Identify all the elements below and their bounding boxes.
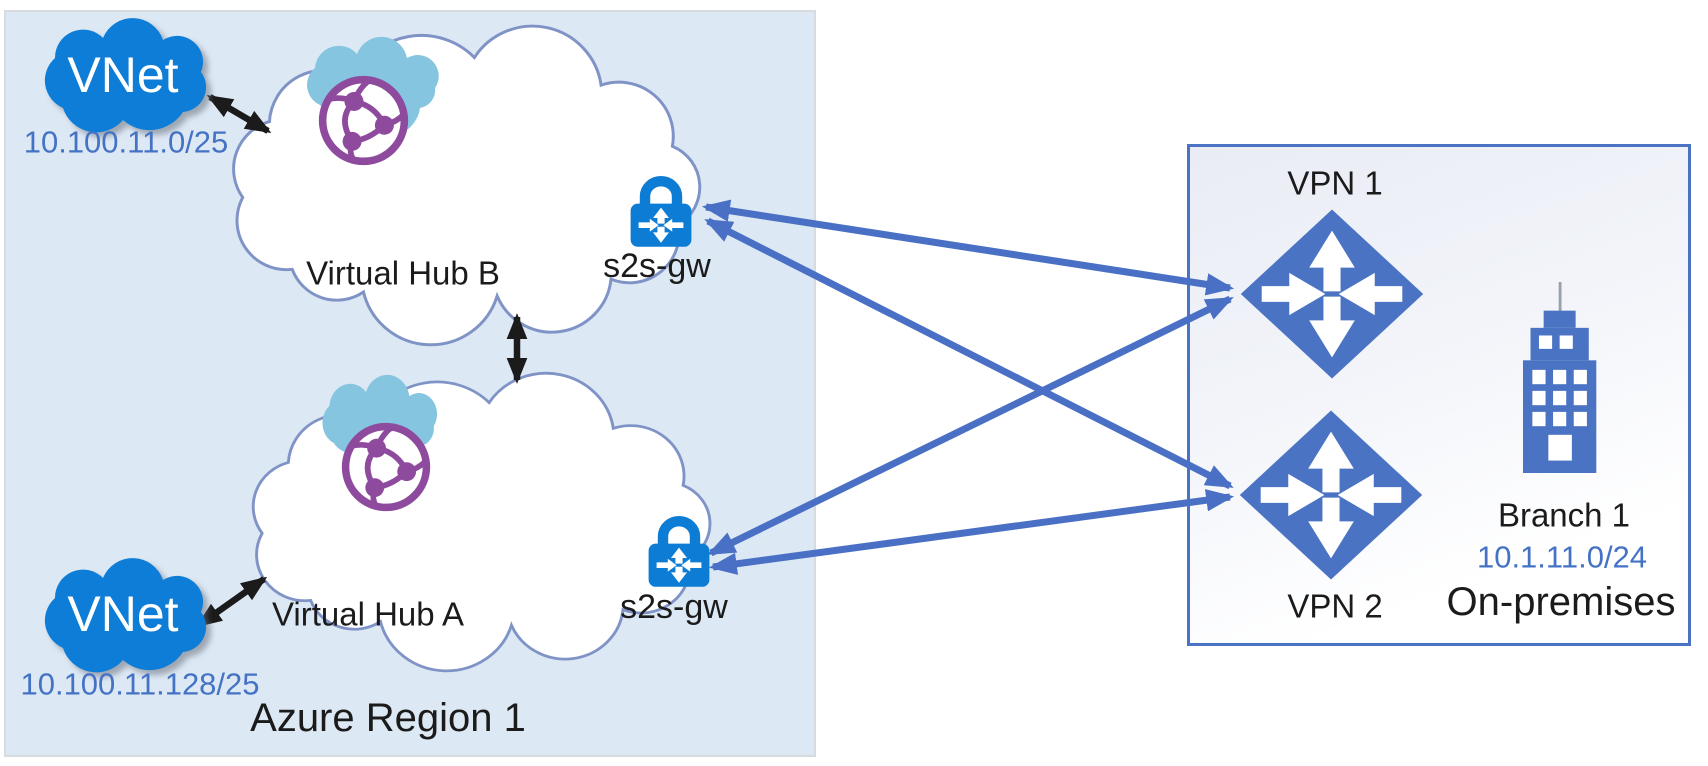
globe-icon bbox=[346, 427, 427, 508]
globe-icon bbox=[323, 80, 405, 162]
tunnel-hubB-vpn1 bbox=[701, 199, 1235, 296]
on-premises-container bbox=[1187, 144, 1691, 646]
vpn2-router-icon bbox=[1239, 410, 1423, 580]
tunnel-hubA-vpn2 bbox=[708, 489, 1235, 575]
hub-a-label: Virtual Hub A bbox=[271, 595, 465, 633]
vpn1-label: VPN 1 bbox=[1287, 164, 1383, 202]
on-premises-label: On-premises bbox=[1446, 580, 1676, 624]
virtual-hub-b-cloud bbox=[232, 24, 702, 347]
vnet-a-cidr: 10.100.11.128/25 bbox=[20, 666, 260, 702]
azure-region-label: Azure Region 1 bbox=[250, 696, 526, 740]
vpn2-label: VPN 2 bbox=[1287, 587, 1383, 625]
tunnel-hubA-vpn1 bbox=[707, 295, 1234, 557]
branch-building-icon bbox=[1522, 282, 1597, 473]
vnet-a-label: VNet bbox=[67, 586, 179, 642]
vnet-b-label: VNet bbox=[67, 47, 179, 103]
vnet-b-cidr: 10.100.11.0/25 bbox=[23, 124, 229, 160]
hub-a-gateway-label: s2s-gw bbox=[620, 588, 728, 626]
branch-cidr: 10.1.11.0/24 bbox=[1476, 539, 1648, 575]
branch-label: Branch 1 bbox=[1497, 496, 1631, 534]
hub-b-label: Virtual Hub B bbox=[306, 254, 500, 292]
hub-b-gateway-label: s2s-gw bbox=[603, 247, 711, 285]
vpn-tunnel-arrows bbox=[701, 199, 1235, 575]
vpn1-router-icon bbox=[1240, 209, 1424, 379]
tunnel-hubB-vpn2 bbox=[704, 217, 1234, 490]
arrow-vnetB-hubB bbox=[206, 94, 272, 134]
peering-arrows bbox=[195, 94, 528, 628]
arrow-vnetA-hubA bbox=[195, 576, 268, 628]
